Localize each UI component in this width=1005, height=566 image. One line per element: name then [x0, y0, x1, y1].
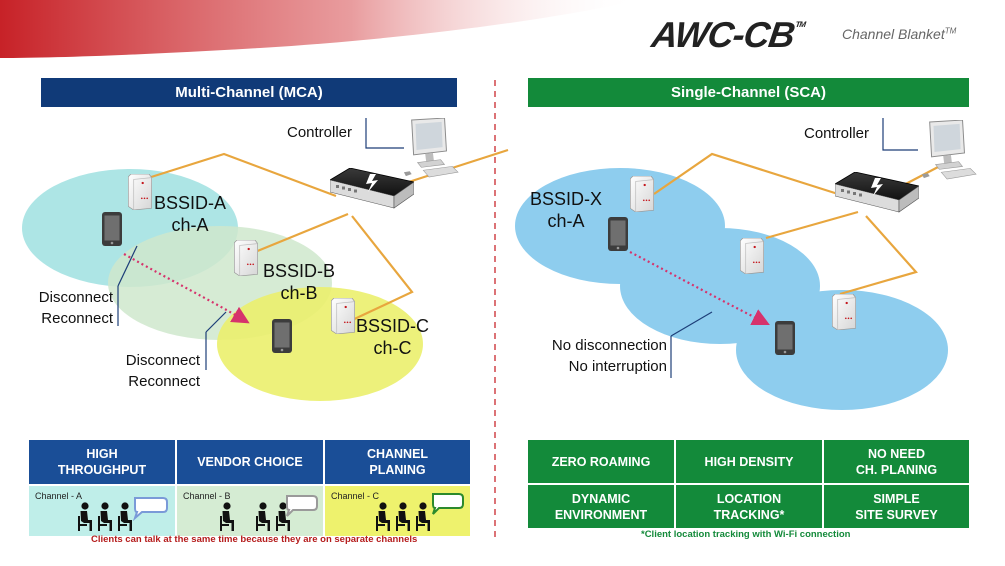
- channel-a-cell: Channel - A: [29, 486, 175, 536]
- feature-zero-roaming: ZERO ROAMING: [528, 440, 674, 483]
- channel-b-cell: Channel - B: [177, 486, 323, 536]
- feature-no-need-ch-planing: NO NEED CH. PLANING: [824, 440, 969, 483]
- mca-ap-a-label: BSSID-A ch-A: [154, 192, 226, 236]
- logo-subtitle-tm: TM: [944, 26, 957, 36]
- logo-subtitle: Channel BlanketTM: [842, 26, 956, 42]
- disconnect-text: Disconnect: [38, 289, 113, 306]
- logo-tm: TM: [794, 20, 806, 29]
- sca-controller-label: Controller: [804, 125, 870, 142]
- channel-c-people-icon: [376, 493, 464, 531]
- mca-ap-b-label: BSSID-B ch-B: [263, 260, 335, 304]
- no-disconnection-text: No disconnection: [551, 337, 667, 354]
- channel-a-people-icon: [78, 497, 168, 531]
- mca-footnote: Clients can talk at the same time becaus…: [91, 534, 418, 545]
- bssid-c: BSSID-C: [356, 316, 430, 336]
- bssid-x: BSSID-X: [530, 189, 603, 209]
- mca-feature-table: HIGH THROUGHPUT VENDOR CHOICE CHANNEL PL…: [29, 440, 470, 536]
- reconnect-text: Reconnect: [41, 310, 113, 327]
- logo-subtitle-text: Channel Blanket: [842, 26, 945, 42]
- logo-text: AWC-CB: [649, 14, 797, 55]
- sca-switch-icon: [835, 172, 919, 213]
- mca-controller-pc-icon: [403, 118, 459, 178]
- mca-disconnect-label-2: Disconnect Reconnect: [119, 350, 200, 392]
- sca-ap-2-icon: [740, 238, 764, 274]
- sca-pointers: [670, 118, 918, 378]
- sca-no-disruption-label: No disconnection No interruption: [540, 335, 667, 377]
- sca-ap-3-icon: [832, 294, 856, 330]
- feature-high-throughput: HIGH THROUGHPUT: [29, 440, 175, 484]
- feature-simple-site-survey: SIMPLE SITE SURVEY: [824, 485, 969, 528]
- mca-title-banner: Multi-Channel (MCA): [41, 78, 457, 107]
- mca-controller-label: Controller: [287, 124, 353, 141]
- feature-vendor-choice: VENDOR CHOICE: [177, 440, 323, 484]
- sca-roam-arrow: [629, 251, 770, 325]
- feature-channel-planing: CHANNEL PLANING: [325, 440, 470, 484]
- channel-x: ch-A: [547, 211, 585, 231]
- sca-client-phone-1-icon: [608, 217, 628, 251]
- channel-b: ch-B: [280, 283, 318, 303]
- reconnect-text: Reconnect: [128, 373, 200, 390]
- channel-b-label: Channel - B: [183, 491, 231, 501]
- mca-coverage: [22, 169, 423, 401]
- mca-roam-arrow: [123, 253, 250, 324]
- awc-cb-logo: AWC-CBTM: [649, 14, 806, 56]
- mca-ap-c-label: BSSID-C ch-C: [356, 315, 429, 359]
- feature-location-tracking: LOCATION TRACKING*: [676, 485, 822, 528]
- mca-disconnect-label-1: Disconnect Reconnect: [33, 287, 113, 329]
- cell-c: [217, 287, 423, 401]
- brand-swoosh: [0, 0, 640, 58]
- channel-c-cell: Channel - C: [325, 486, 470, 536]
- channel-c-label: Channel - C: [331, 491, 380, 501]
- sca-feature-table: ZERO ROAMING HIGH DENSITY NO NEED CH. PL…: [528, 440, 969, 528]
- sca-title-banner: Single-Channel (SCA): [528, 78, 969, 107]
- no-interruption-text: No interruption: [568, 358, 667, 375]
- feature-dynamic-environment: DYNAMIC ENVIRONMENT: [528, 485, 674, 528]
- mca-client-phone-2-icon: [272, 319, 292, 353]
- channel-a-label: Channel - A: [35, 491, 83, 501]
- sca-client-phone-2-icon: [775, 321, 795, 355]
- mca-ap-a-icon: [128, 174, 152, 210]
- disconnect-text: Disconnect: [125, 352, 200, 369]
- channel-b-people-icon: [220, 495, 318, 531]
- channel-c: ch-C: [373, 338, 412, 358]
- feature-high-density: HIGH DENSITY: [676, 440, 822, 483]
- mca-client-phone-1-icon: [102, 212, 122, 246]
- sca-footnote: *Client location tracking with Wi-Fi con…: [641, 529, 851, 540]
- mca-switch-icon: [330, 168, 414, 209]
- mca-pointers: [117, 118, 404, 370]
- bssid-b: BSSID-B: [263, 261, 336, 281]
- sca-cables: [653, 152, 941, 296]
- sca-coverage: [515, 168, 948, 410]
- sca-ap-label: BSSID-X ch-A: [530, 188, 602, 232]
- bssid-a: BSSID-A: [154, 193, 227, 213]
- mca-ap-b-icon: [234, 240, 258, 276]
- sca-ap-1-icon: [630, 176, 654, 212]
- channel-a: ch-A: [171, 215, 209, 235]
